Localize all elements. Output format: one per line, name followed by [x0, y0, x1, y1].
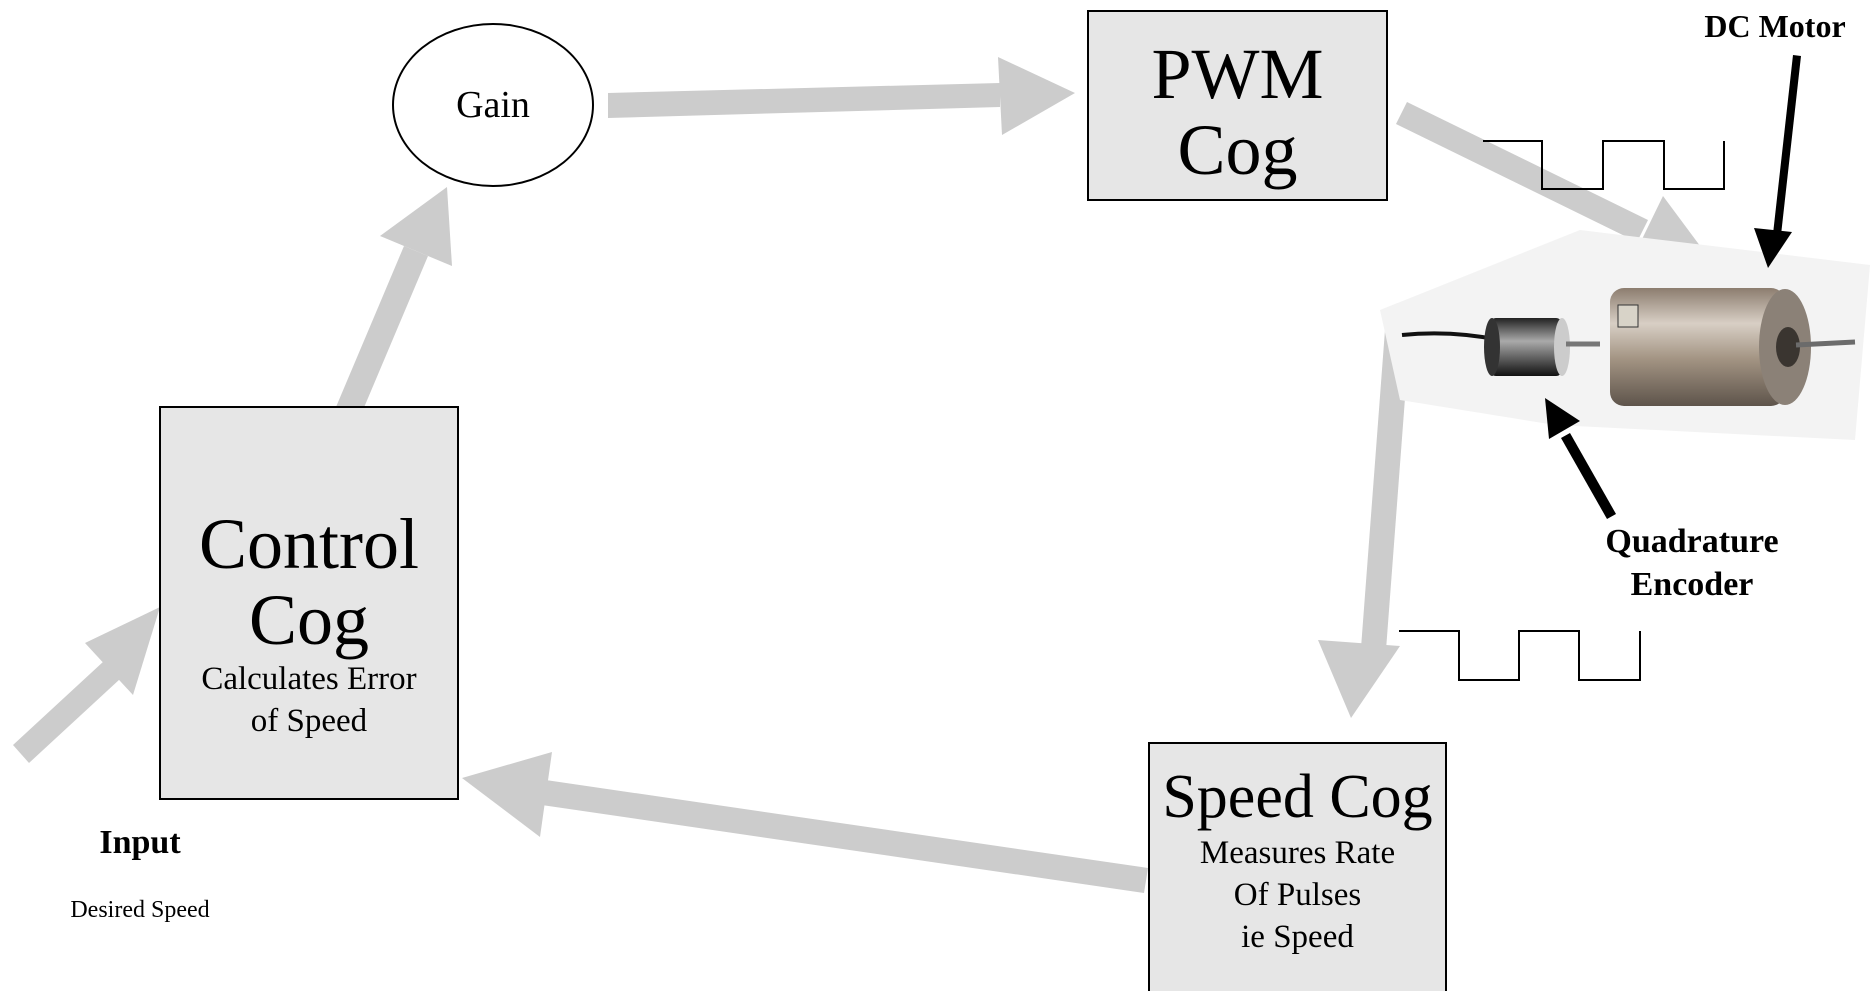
pwm-cog-box: PWM Cog [1087, 10, 1388, 201]
pwm-pulse-waveform [1483, 140, 1725, 190]
speed-cog-title: Speed Cog [1162, 763, 1433, 831]
arrow-input-to-control [13, 607, 160, 763]
dc-motor-pointer-arrow [1754, 55, 1801, 268]
arrow-speed-to-control [462, 752, 1148, 893]
pwm-cog-line1: PWM [1151, 34, 1324, 114]
motor-encoder-photo [1380, 230, 1870, 440]
encoder-label-line2: Encoder [1630, 566, 1754, 603]
speed-cog-sub2: Of Pulses [1233, 877, 1362, 913]
desired-speed-label: Desired Speed [70, 897, 210, 923]
control-cog-line2: Cog [248, 580, 370, 660]
gain-node: Gain [392, 23, 594, 187]
control-cog-box: Control Cog Calculates Error of Speed [159, 406, 459, 800]
speed-cog-sub3: ie Speed [1241, 919, 1354, 955]
arrow-encoder-to-speed [1318, 330, 1410, 718]
speed-cog-sub1: Measures Rate [1199, 835, 1396, 871]
encoder-pointer-arrow [1545, 398, 1616, 519]
encoder-pulse-waveform [1399, 630, 1641, 681]
arrow-control-to-gain [336, 187, 452, 417]
encoder-label-line1: Quadrature [1605, 523, 1779, 560]
pwm-cog-line2: Cog [1177, 110, 1298, 190]
control-cog-sub2: of Speed [250, 703, 368, 739]
speed-cog-box: Speed Cog Measures Rate Of Pulses ie Spe… [1148, 742, 1447, 991]
arrow-gain-to-pwm [608, 57, 1075, 135]
gain-label: Gain [456, 84, 530, 126]
dc-motor-label: DC Motor [1704, 8, 1846, 44]
control-cog-line1: Control [198, 504, 419, 584]
control-cog-sub1: Calculates Error [201, 661, 417, 697]
input-label: Input [99, 824, 181, 861]
